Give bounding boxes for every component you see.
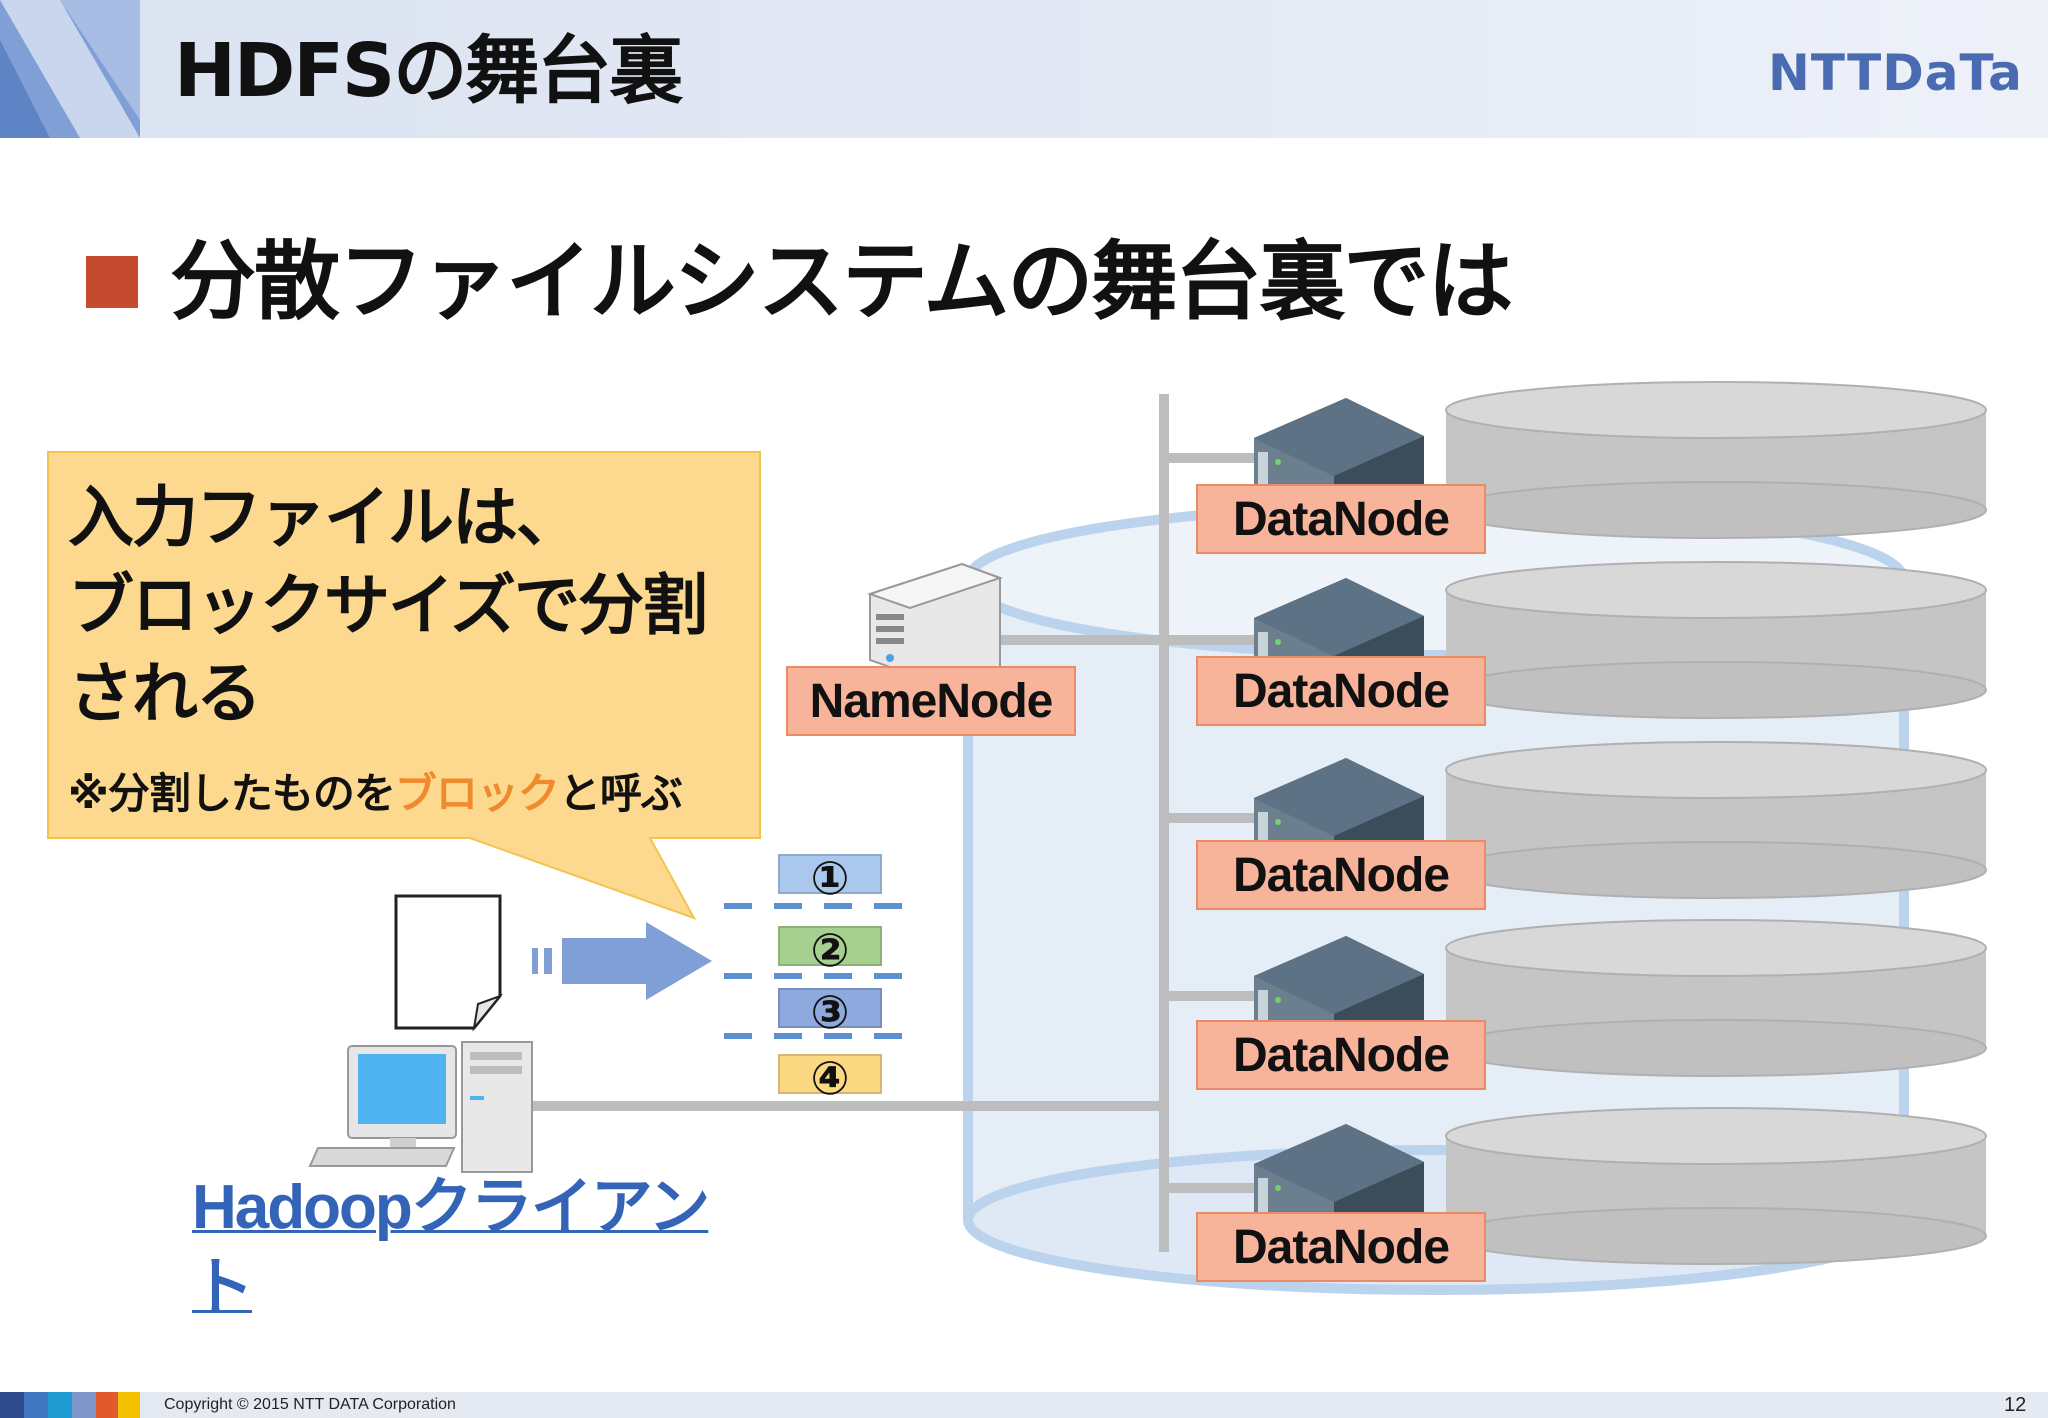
namenode-label[interactable]: NameNode — [786, 666, 1076, 736]
ntt-data-logo: NTTDaTa — [1768, 44, 2023, 102]
datanode-label[interactable]: DataNode — [1196, 1212, 1486, 1282]
footer-color-strip — [0, 1392, 140, 1418]
block-1: ① — [778, 854, 882, 901]
disk-5 — [1445, 1107, 1987, 1265]
callout-bubble — [47, 451, 761, 920]
block-2: ② — [778, 926, 882, 973]
callout-note: ※分割したものをブロックと呼ぶ — [68, 766, 683, 822]
bullet-square-icon — [86, 256, 138, 308]
callout-note-prefix: ※分割したものを — [68, 769, 396, 818]
callout-line-2: ブロックサイズで分割 — [68, 567, 708, 644]
document-icon — [394, 894, 504, 1032]
block-4: ④ — [778, 1054, 882, 1101]
footer-bar — [0, 1392, 2048, 1418]
datanode-label[interactable]: DataNode — [1196, 484, 1486, 554]
callout-note-highlight: ブロック — [394, 769, 560, 818]
disk-4 — [1445, 919, 1987, 1077]
hadoop-client-label[interactable]: Hadoopクライアント — [192, 1173, 710, 1322]
block-separators — [724, 903, 920, 1039]
namenode-server-icon — [866, 562, 1004, 675]
slide-title: HDFSの舞台裏 — [174, 28, 683, 114]
datanode-disks — [1445, 381, 1987, 1265]
header-corner-graphic — [0, 0, 140, 138]
callout-note-suffix: と呼ぶ — [558, 769, 683, 818]
datanode-label[interactable]: DataNode — [1196, 840, 1486, 910]
disk-1 — [1445, 381, 1987, 539]
disk-2 — [1445, 561, 1987, 719]
slide-header — [0, 0, 2048, 138]
callout-line-1: 入力ファイルは、 — [68, 479, 582, 556]
section-heading: 分散ファイルシステムの舞台裏では — [170, 232, 1513, 332]
disk-3 — [1445, 741, 1987, 899]
page-number: 12 — [2004, 1394, 2027, 1416]
block-3: ③ — [778, 988, 882, 1035]
copyright-text: Copyright © 2015 NTT DATA Corporation — [164, 1396, 456, 1413]
client-computer-icon — [308, 1041, 533, 1173]
callout-line-3: される — [68, 655, 262, 732]
datanode-label[interactable]: DataNode — [1196, 1020, 1486, 1090]
split-arrow-icon — [532, 922, 712, 1000]
network-lines — [530, 394, 1260, 1252]
datanode-label[interactable]: DataNode — [1196, 656, 1486, 726]
